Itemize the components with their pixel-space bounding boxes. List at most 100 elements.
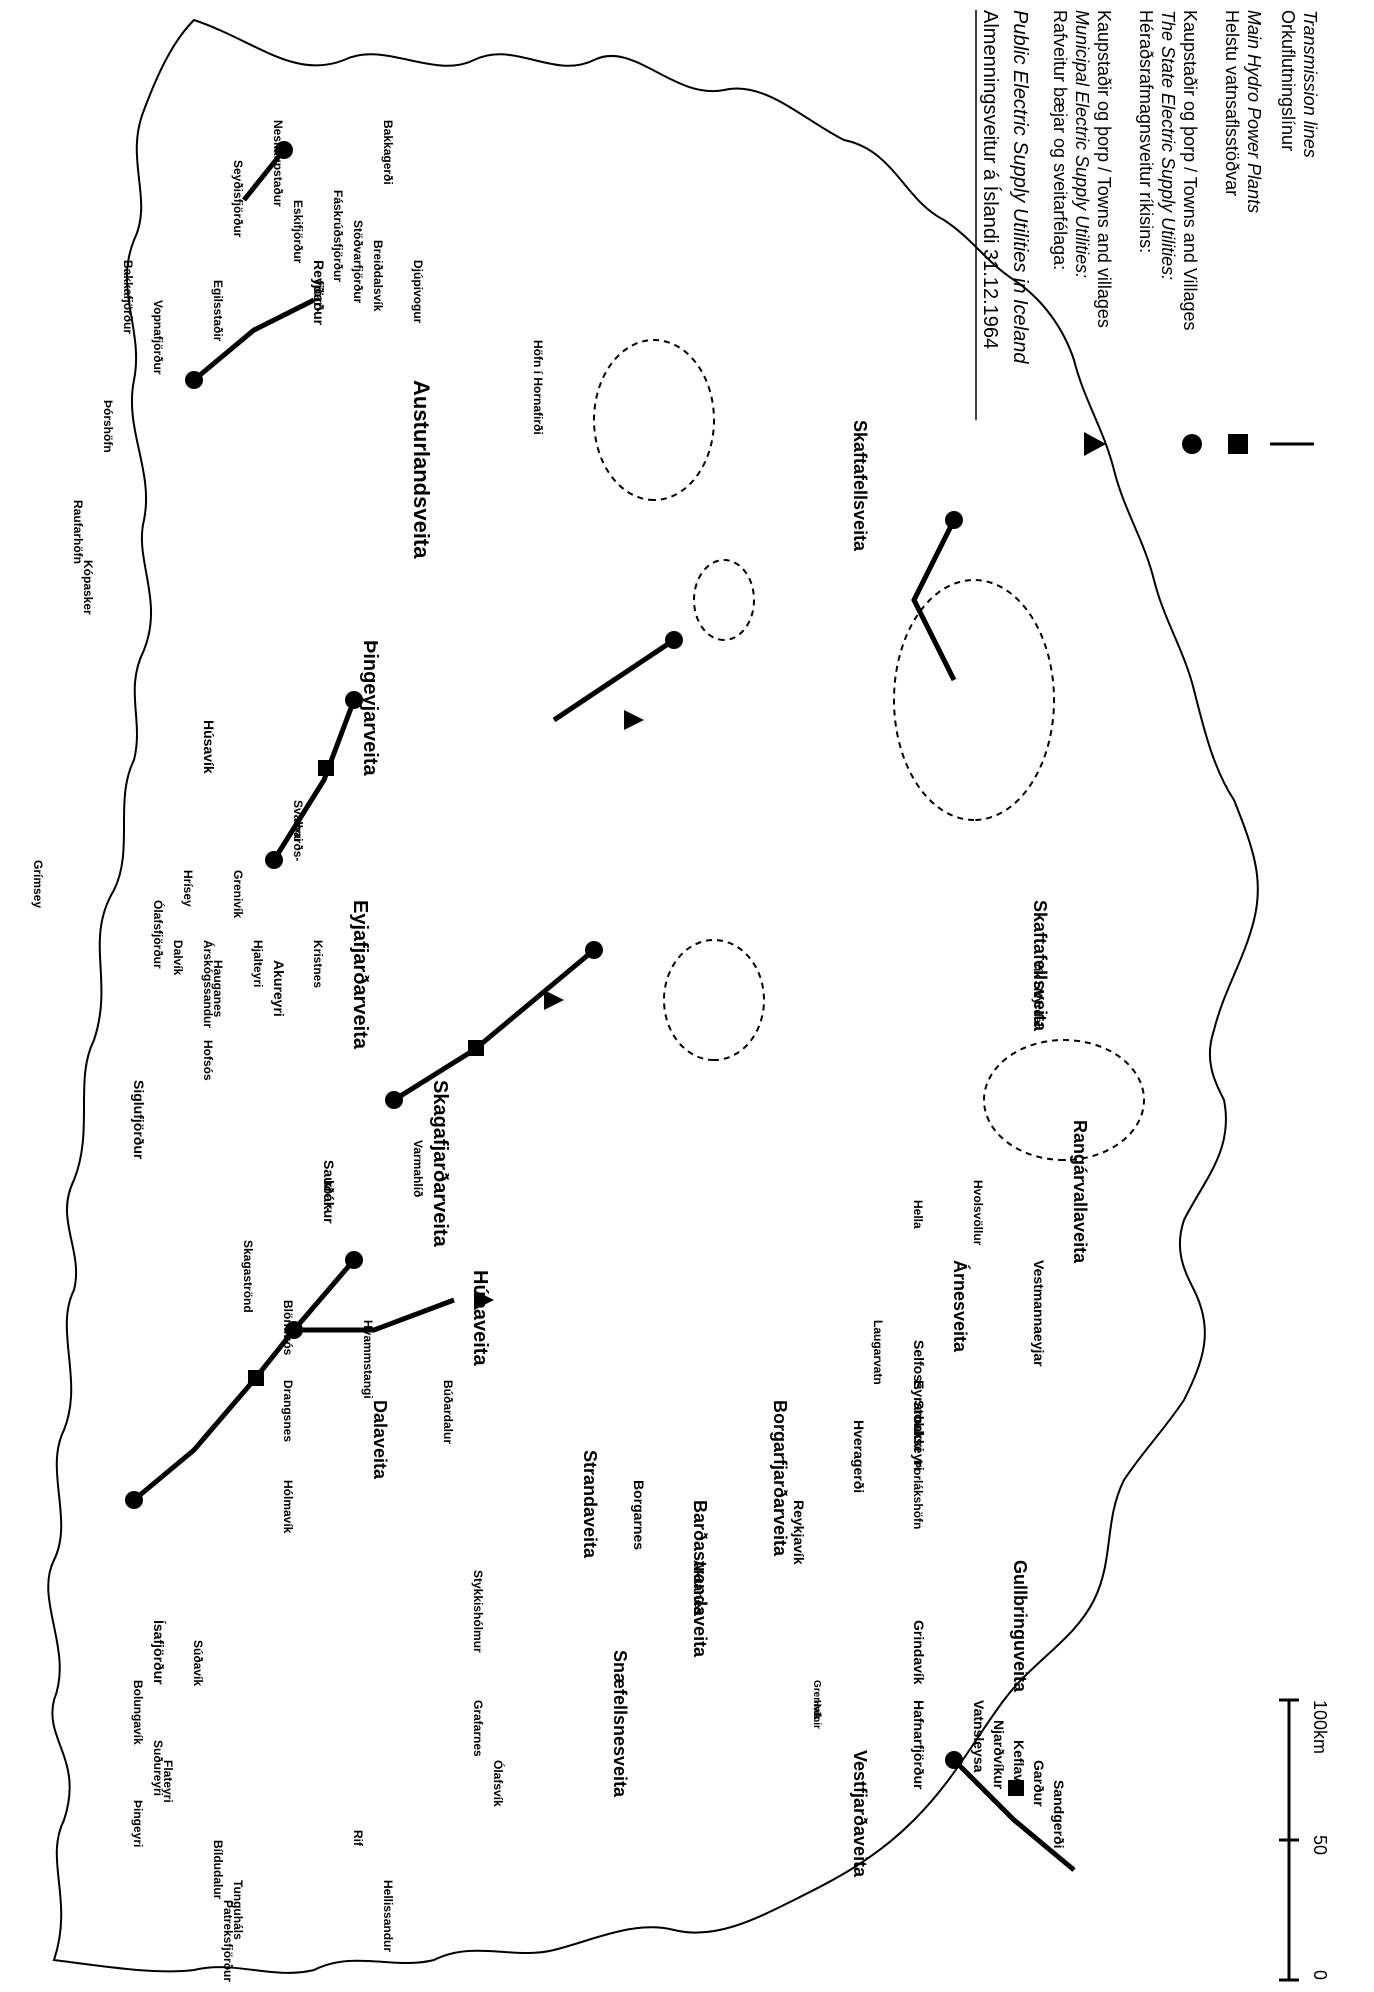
place-label: Kópasker [81, 560, 95, 615]
place-label: Árskógssandur [201, 940, 216, 1028]
place-label: Vatnsleysa [971, 1700, 987, 1773]
legend-state-en: The State Electric Supply Utilities: [1158, 10, 1178, 280]
legend-state-towns: Kaupstaðir og þorp / Towns and Villages [1180, 10, 1200, 331]
coastline [47, 18, 1259, 1974]
circle-markers [125, 141, 963, 1769]
place-label: Þorlákshöfn [911, 1460, 925, 1529]
triangle-icon [1084, 432, 1106, 456]
place-label: Varmahlíð [411, 1140, 425, 1197]
place-label: Selfoss [911, 1340, 927, 1390]
place-label: Hauganes [211, 960, 225, 1018]
place-label: Ólafsfjörður [151, 900, 166, 969]
place-label: Hveragerði [851, 1420, 867, 1493]
legend-municipal-is: Rafveitur bæjar og sveitarfélaga: [1050, 10, 1070, 270]
place-label: Suðureyri [151, 1740, 165, 1796]
place-label: Stöðvarfjörður [351, 220, 365, 304]
legend-state-is: Héraðsrafmagnsveitur ríkisins: [1136, 10, 1156, 253]
place-label: Hvammstangi [361, 1320, 375, 1399]
region-label: Skaftafellsveita [1030, 900, 1050, 1032]
place-label: Laugarvatn [871, 1320, 885, 1385]
place-label: Djúpivogur [411, 260, 425, 324]
place-label: Kristnes [311, 940, 325, 988]
place-label: Eyrarbakki [911, 1380, 927, 1452]
place-label: Þórshöfn [101, 400, 115, 453]
scale-bar: 100km 50 0 [1279, 1698, 1330, 1982]
legend-municipal-towns: Kaupstaðir og þorp / Towns and villages [1094, 10, 1114, 328]
place-label: Hafnarfjörður [911, 1700, 927, 1790]
place-label: Hjalteyri [251, 940, 265, 987]
place-label: Bakkagerði [381, 120, 395, 185]
legend-lines-is: Orkuflutningslínur [1278, 10, 1298, 151]
place-label: Flateyri [161, 1760, 175, 1803]
region-label: Skaftafellsveita [850, 420, 870, 552]
place-label: Keflavík [1011, 1740, 1027, 1794]
region-labels: Austurlandsveita Þingeyjarveita Eyjafjar… [349, 380, 1090, 1878]
place-label: Akranes [691, 1560, 707, 1615]
glaciers [593, 339, 1145, 1161]
region-label: Þingeyjarveita [359, 640, 381, 777]
place-labels: Bakkagerði Seyðisfjörður Neskaupstaður E… [31, 120, 1067, 1982]
place-label: krókur [321, 1180, 337, 1224]
legend-hydro-en: Main Hydro Power Plants [1244, 10, 1264, 213]
place-label: Siglufjörður [131, 1080, 147, 1160]
place-label: Egilsstaðir [211, 280, 225, 342]
region-label: Austurlandsveita [409, 380, 434, 559]
place-label: Blönduós [281, 1300, 295, 1356]
place-label: Drangsnes [281, 1380, 295, 1442]
place-label: Raufarhöfn [71, 500, 85, 564]
region-label: Borgarfjarðarveita [770, 1400, 790, 1557]
scale-label-0: 100km [1310, 1700, 1330, 1754]
place-label: Vopnafjörður [151, 300, 165, 375]
place-label: Neskaupstaður [271, 120, 285, 207]
place-label: Hrísey [181, 870, 195, 907]
square-markers [248, 760, 1024, 1796]
square-icon [1228, 434, 1248, 454]
place-label: Breiðdalsvík [371, 240, 385, 312]
place-label: Hella [911, 1200, 925, 1229]
place-label: Reykjavík [791, 1500, 807, 1565]
place-label: Grímsey [31, 860, 45, 908]
place-label: Húsavík [201, 720, 217, 774]
place-label: Bíldudalur [211, 1840, 225, 1900]
legend-title-en: Public Electric Supply Utilities in Icel… [1009, 10, 1031, 364]
place-label: Sandgerði [1051, 1780, 1067, 1848]
place-label: Hafnir [811, 1700, 822, 1729]
place-label: eyri [291, 820, 305, 841]
region-label: Árnesveita [950, 1260, 971, 1353]
place-label: Grindavík [911, 1620, 927, 1685]
region-label: Barðastrandaveita [690, 1500, 710, 1658]
place-label: Höfn í Hornafirði [531, 340, 545, 435]
legend-title-is: Almenningsveitur á Íslandi 31.12.1964 [979, 10, 1002, 349]
place-label: Skagaströnd [241, 1240, 255, 1313]
place-label: Grenivík [231, 870, 245, 918]
legend-lines-en: Transmission lines [1300, 10, 1320, 158]
place-label: Hellissandur [381, 1880, 395, 1952]
region-label: Húnaveita [469, 1270, 491, 1366]
place-label: Svalbarðs- [291, 800, 305, 861]
place-label: Hvolsvöllur [971, 1180, 985, 1246]
region-label: Dalaveita [370, 1400, 390, 1480]
rotated-map [47, 18, 1259, 1974]
place-label: Stokkseyri [911, 1400, 927, 1471]
place-label: Eskifjörður [291, 200, 305, 264]
scale-label-50: 50 [1310, 1835, 1330, 1855]
place-label: Rif [351, 1830, 365, 1847]
place-label: Seyðisfjörður [231, 160, 245, 238]
place-label: Tunguháls [231, 1880, 245, 1940]
legend: Almenningsveitur á Íslandi 31.12.1964 Pu… [975, 10, 1320, 456]
place-label: Fáskrúðsfjörður [331, 190, 345, 282]
place-label: Grafarnes [471, 1700, 485, 1757]
place-label: Ísafjörður [151, 1620, 167, 1685]
place-label: Vík í Mýrdal [1031, 960, 1045, 1027]
place-label: Bolungavík [131, 1680, 145, 1745]
place-label: Bakkafjörður [121, 260, 135, 334]
transmission-lines [132, 148, 1076, 1872]
region-label: Skagafjarðarveita [429, 1080, 451, 1248]
place-label: Reyðar- [311, 260, 327, 312]
place-label: fjörður [311, 280, 327, 326]
place-label: Búðardalur [441, 1380, 455, 1444]
region-label: Gullbringuveita [1010, 1560, 1030, 1693]
place-label: Dalvík [171, 940, 185, 976]
